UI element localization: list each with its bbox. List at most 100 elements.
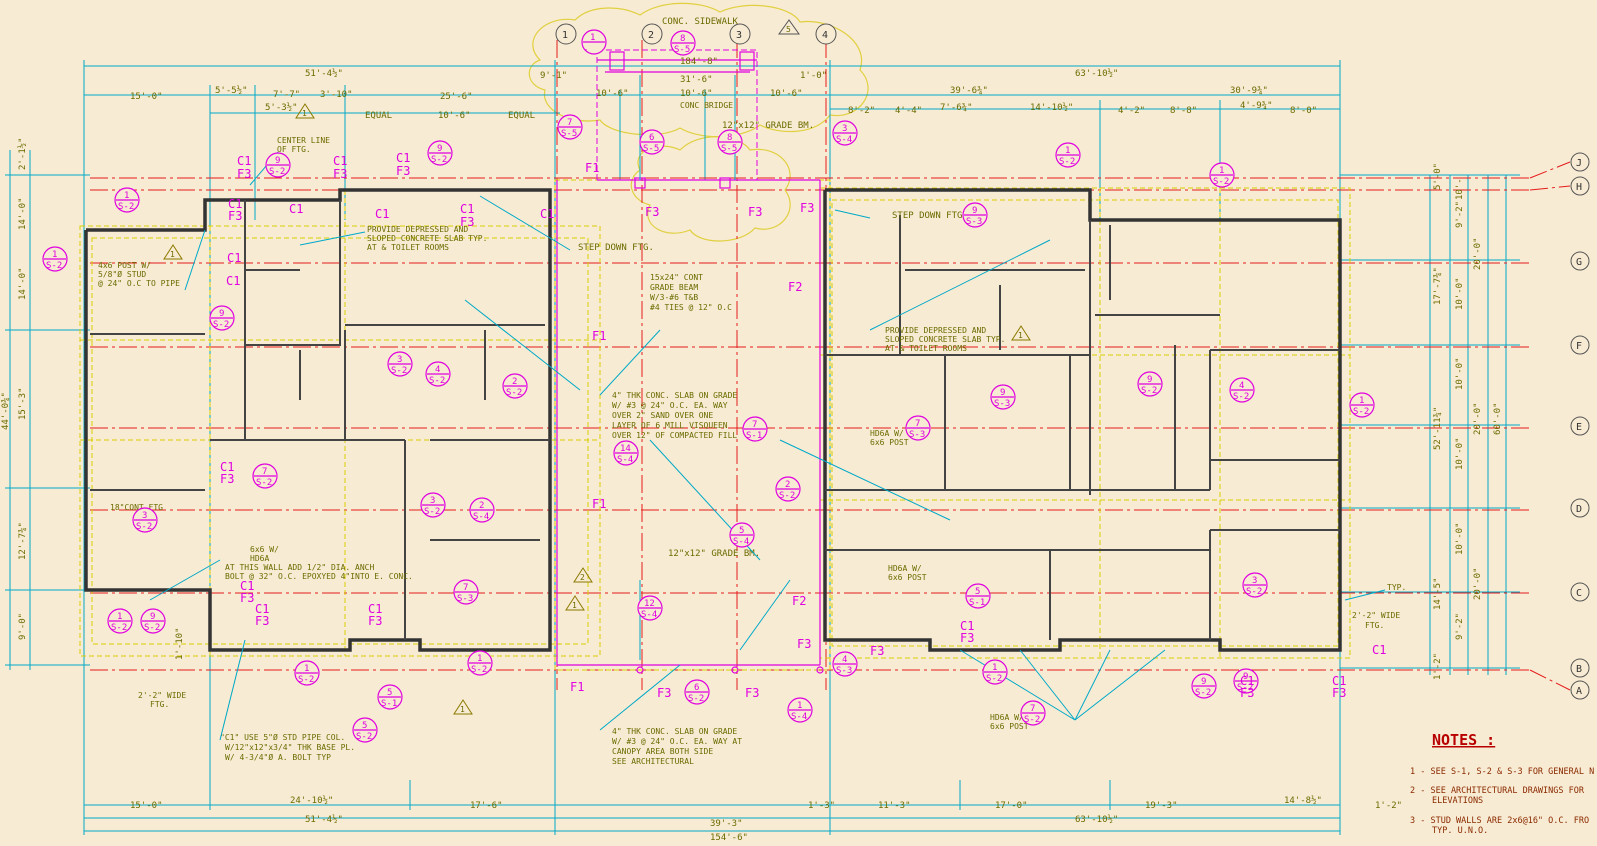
section-marker-sheet: S-2 bbox=[1246, 587, 1262, 597]
svg-text:5'-5½": 5'-5½" bbox=[215, 85, 248, 96]
svg-text:5'-0": 5'-0" bbox=[1433, 163, 1443, 190]
svg-text:SEE ARCHITECTURAL: SEE ARCHITECTURAL bbox=[612, 757, 694, 766]
grid-label-3: 3 bbox=[736, 30, 742, 41]
svg-text:10'-6": 10'-6" bbox=[770, 89, 803, 99]
section-marker: 7S-3 bbox=[905, 415, 931, 441]
svg-text:25'-6": 25'-6" bbox=[440, 92, 473, 102]
grid-label-2: 2 bbox=[648, 30, 654, 41]
svg-text:2'-2" WIDE: 2'-2" WIDE bbox=[138, 691, 186, 700]
svg-text:F3: F3 bbox=[255, 614, 269, 628]
section-marker-number: 1 bbox=[992, 663, 997, 673]
section-marker-sheet: S-2 bbox=[779, 491, 795, 501]
svg-text:E: E bbox=[1576, 422, 1582, 433]
section-marker-sheet: S-5 bbox=[674, 45, 690, 55]
svg-text:14'-10½": 14'-10½" bbox=[1030, 102, 1073, 113]
svg-text:15x24" CONT: 15x24" CONT bbox=[650, 273, 703, 282]
section-marker-number: 3 bbox=[430, 496, 435, 506]
svg-text:15'-3": 15'-3" bbox=[18, 387, 28, 420]
svg-text:9'-2": 9'-2" bbox=[1455, 613, 1465, 640]
svg-text:F3: F3 bbox=[797, 637, 811, 651]
svg-text:STEP DOWN FTG.: STEP DOWN FTG. bbox=[892, 211, 968, 221]
section-marker-sheet: S-2 bbox=[46, 261, 62, 271]
grid-bubble-4 bbox=[815, 23, 837, 45]
section-marker: 2S-2 bbox=[775, 476, 801, 502]
svg-text:W/12"x12"x3/4" THK BASE PL.: W/12"x12"x3/4" THK BASE PL. bbox=[225, 743, 355, 752]
svg-text:5/8"Ø STUD: 5/8"Ø STUD bbox=[98, 269, 146, 279]
svg-text:H: H bbox=[1576, 182, 1582, 193]
section-marker: 2S-2 bbox=[502, 373, 528, 399]
section-marker-number: 5 bbox=[387, 688, 392, 698]
section-marker-number: 4 bbox=[435, 365, 440, 375]
section-marker-number: 9 bbox=[219, 309, 224, 319]
section-marker-number: 4 bbox=[842, 655, 847, 665]
svg-text:C1: C1 bbox=[368, 602, 382, 616]
svg-text:F3: F3 bbox=[460, 215, 474, 229]
section-marker-number: 2 bbox=[479, 501, 484, 511]
svg-text:6x6 POST: 6x6 POST bbox=[870, 438, 909, 447]
section-marker-number: 1 bbox=[52, 250, 57, 260]
section-marker-sheet: S-4 bbox=[733, 537, 749, 547]
section-marker-sheet: S-2 bbox=[118, 202, 134, 212]
section-marker: 9S-2 bbox=[1233, 668, 1259, 694]
svg-text:51'-4½": 51'-4½" bbox=[305, 814, 343, 825]
svg-text:F3: F3 bbox=[870, 644, 884, 658]
svg-text:4x6 POST W/: 4x6 POST W/ bbox=[98, 261, 151, 270]
section-marker-sheet: S-2 bbox=[431, 155, 447, 165]
section-marker-number: 8 bbox=[680, 34, 685, 44]
svg-text:5'-3½": 5'-3½" bbox=[265, 102, 298, 113]
svg-text:5: 5 bbox=[786, 25, 791, 34]
svg-text:HD6A W/: HD6A W/ bbox=[870, 429, 904, 438]
svg-text:W/ #3 @ 24" O.C. EA. WAY AT: W/ #3 @ 24" O.C. EA. WAY AT bbox=[612, 737, 742, 746]
svg-text:10'-6": 10'-6" bbox=[680, 89, 713, 99]
svg-text:C1: C1 bbox=[375, 207, 389, 221]
svg-text:B: B bbox=[1576, 664, 1582, 675]
svg-text:2'-1½": 2'-1½" bbox=[17, 137, 28, 170]
section-marker-sheet: S-2 bbox=[424, 507, 440, 517]
section-marker-sheet: S-2 bbox=[144, 623, 160, 633]
leader-lines bbox=[149, 151, 1386, 741]
section-marker: 9S-2 bbox=[1191, 673, 1217, 699]
section-marker-number: 9 bbox=[1201, 677, 1206, 687]
svg-text:44'-0¾": 44'-0¾" bbox=[1, 392, 11, 430]
section-marker: 1S-2 bbox=[294, 660, 320, 686]
svg-text:C1: C1 bbox=[333, 154, 347, 168]
section-marker: 1S-4 bbox=[787, 697, 813, 723]
section-marker-number: 1 bbox=[477, 654, 482, 664]
section-marker: 7S-5 bbox=[557, 114, 583, 140]
svg-text:10'-6": 10'-6" bbox=[438, 111, 471, 121]
svg-text:F3: F3 bbox=[1332, 686, 1346, 700]
svg-text:SLOPED CONCRETE SLAB TYP.: SLOPED CONCRETE SLAB TYP. bbox=[367, 234, 487, 243]
section-marker-sheet: S-3 bbox=[909, 430, 925, 440]
svg-text:F3: F3 bbox=[333, 167, 347, 181]
svg-text:7'-7": 7'-7" bbox=[273, 90, 300, 100]
section-marker-sheet: S-3 bbox=[994, 399, 1010, 409]
section-marker-number: 9 bbox=[1147, 375, 1152, 385]
svg-text:11'-3": 11'-3" bbox=[878, 801, 911, 811]
section-marker-number: 4 bbox=[1239, 381, 1244, 391]
section-marker: 9S-2 bbox=[1137, 371, 1163, 397]
svg-text:W/3-#6 T&B: W/3-#6 T&B bbox=[650, 293, 698, 302]
svg-text:F1: F1 bbox=[585, 161, 599, 175]
svg-text:C1: C1 bbox=[960, 619, 974, 633]
svg-text:EQUAL: EQUAL bbox=[365, 111, 392, 121]
svg-text:F3: F3 bbox=[745, 686, 759, 700]
section-marker-sheet: S-2 bbox=[298, 675, 314, 685]
grid-label-1: 1 bbox=[562, 30, 568, 41]
section-marker: 1S-2 bbox=[42, 246, 68, 272]
section-marker: 4S-3 bbox=[832, 651, 858, 677]
svg-text:FTG.: FTG. bbox=[1365, 621, 1384, 630]
grid-bubbles-top: 1 2 3 4 1 - bbox=[555, 23, 837, 55]
svg-text:4" THK CONC. SLAB ON GRADE: 4" THK CONC. SLAB ON GRADE bbox=[612, 391, 737, 400]
section-marker-number: 7 bbox=[463, 583, 468, 593]
svg-text:CANOPY AREA BOTH SIDE: CANOPY AREA BOTH SIDE bbox=[612, 747, 713, 756]
revision-cloud-top bbox=[528, 2, 869, 138]
svg-text:F3: F3 bbox=[645, 205, 659, 219]
note-1: 1 - SEE S-1, S-2 & S-3 FOR GENERAL N bbox=[1410, 767, 1594, 777]
svg-text:8'-2": 8'-2" bbox=[848, 106, 875, 116]
svg-text:19'-3": 19'-3" bbox=[1145, 801, 1178, 811]
svg-text:D: D bbox=[1576, 504, 1582, 515]
section-marker-sheet: S-2 bbox=[1141, 386, 1157, 396]
svg-text:OF FTG.: OF FTG. bbox=[277, 145, 311, 154]
svg-text:AT THIS WALL ADD 1/2" DIA. ANC: AT THIS WALL ADD 1/2" DIA. ANCH bbox=[225, 563, 374, 572]
section-marker: 4S-2 bbox=[425, 361, 451, 387]
